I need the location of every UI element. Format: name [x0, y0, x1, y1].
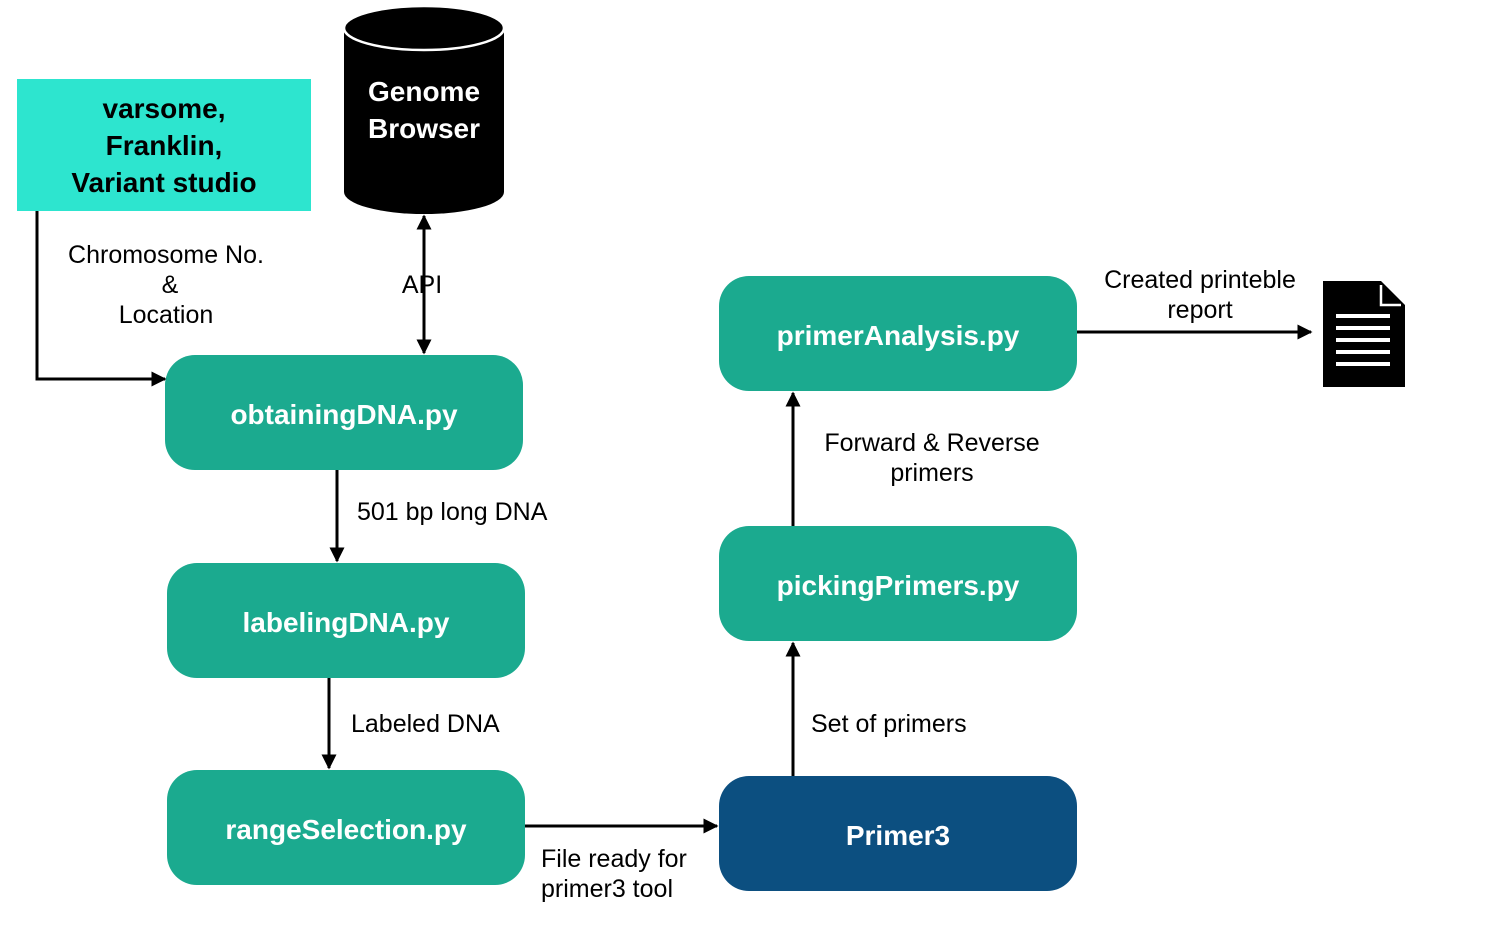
document-icon-fold: [1379, 285, 1401, 307]
edge-label-chromosome-line1: Chromosome No.: [68, 241, 264, 269]
edge-label-file-ready-line2: primer3 tool: [541, 875, 673, 903]
node-obtaining-dna-label: obtainingDNA.py: [230, 399, 458, 430]
edge-variant-db-to-obtaining: [35, 211, 167, 387]
document-icon: [1323, 281, 1405, 387]
node-picking-primers: pickingPrimers.py: [719, 526, 1077, 641]
edge-label-file-ready-line1: File ready for: [541, 845, 687, 873]
edge-label-forward-reverse: Forward & Reverse primers: [824, 429, 1039, 487]
document-icon-text-line: [1336, 314, 1390, 318]
database-cylinder-top: [342, 4, 506, 52]
node-primer-analysis: primerAnalysis.py: [719, 276, 1077, 391]
node-picking-primers-label: pickingPrimers.py: [777, 570, 1020, 601]
edge-label-forward-reverse-line2: primers: [890, 459, 973, 487]
edge-label-chromosome-line2: &: [162, 271, 179, 299]
node-picking-primers-box: [719, 526, 1077, 641]
variant-database-box: [17, 79, 311, 211]
variant-database-label-line2: Franklin,: [106, 130, 223, 161]
node-labeling-dna-box: [167, 563, 525, 678]
node-primer-analysis-box: [719, 276, 1077, 391]
node-primer3: Primer3: [719, 776, 1077, 891]
edge-label-forward-reverse-line1: Forward & Reverse: [824, 429, 1039, 457]
node-primer-analysis-label: primerAnalysis.py: [777, 320, 1020, 351]
document-icon-text-line: [1336, 338, 1390, 342]
node-range-selection-box: [167, 770, 525, 885]
edge-label-api: API: [402, 271, 442, 299]
node-obtaining-dna: obtainingDNA.py: [165, 355, 523, 470]
node-primer3-box: [719, 776, 1077, 891]
document-icon-page: [1323, 281, 1405, 387]
edge-label-file-ready: File ready for primer3 tool: [541, 845, 687, 903]
node-labeling-dna: labelingDNA.py: [167, 563, 525, 678]
edge-label-report-line2: report: [1167, 296, 1232, 324]
node-range-selection: rangeSelection.py: [167, 770, 525, 885]
genome-browser-database: Genome Browser: [342, 4, 506, 214]
edge-label-chromosome-location: Chromosome No. & Location: [68, 241, 264, 329]
genome-browser-label-line1: Genome: [368, 76, 480, 107]
node-labeling-dna-label: labelingDNA.py: [243, 607, 450, 638]
node-range-selection-label: rangeSelection.py: [225, 814, 467, 845]
edge-label-report-line1: Created printeble: [1104, 266, 1296, 294]
database-cylinder-body: [344, 28, 504, 214]
edge-label-501bp-dna: 501 bp long DNA: [357, 498, 548, 526]
edge-label-set-of-primers: Set of primers: [811, 710, 967, 738]
edge-label-labeled-dna: Labeled DNA: [351, 710, 500, 738]
edge-label-report: Created printeble report: [1104, 266, 1296, 324]
variant-database-label-line1: varsome,: [103, 93, 226, 124]
genome-browser-label-line2: Browser: [368, 113, 480, 144]
node-primer3-label: Primer3: [846, 820, 950, 851]
node-obtaining-dna-box: [165, 355, 523, 470]
document-icon-text-line: [1336, 362, 1390, 366]
variant-database-source: varsome, Franklin, Variant studio: [17, 79, 311, 211]
edge-label-chromosome-line3: Location: [119, 301, 214, 329]
variant-database-label-line3: Variant studio: [71, 167, 256, 198]
document-icon-text-line: [1336, 350, 1390, 354]
document-icon-text-line: [1336, 326, 1390, 330]
